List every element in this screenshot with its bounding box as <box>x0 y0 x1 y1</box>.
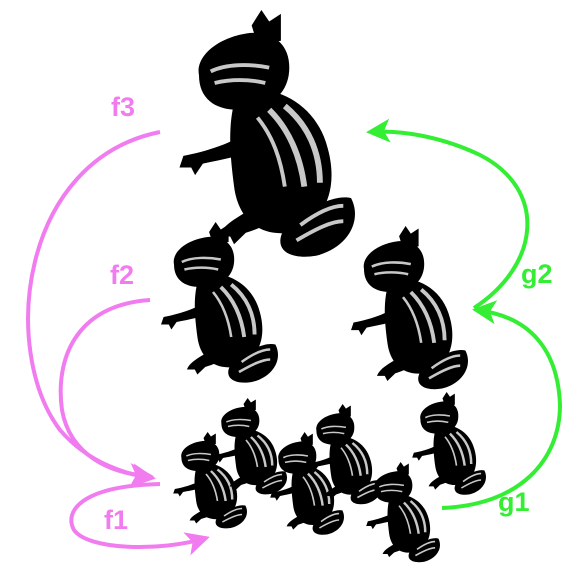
chipmunk-medium-right-icon <box>349 224 470 392</box>
chipmunk-small-6-icon <box>410 390 488 497</box>
g2-arrow <box>366 118 530 310</box>
chipmunk-large-icon <box>180 10 355 257</box>
f1-arrow <box>69 482 210 556</box>
f2-arrow <box>58 298 154 487</box>
chipmunk-small-5-icon <box>364 460 442 564</box>
f3-arrow <box>26 130 161 488</box>
g1-label: g1 <box>498 487 530 517</box>
chipmunk-medium-left-icon <box>159 220 280 385</box>
f3-label: f3 <box>111 92 135 122</box>
f2-label: f2 <box>110 260 134 290</box>
g2-label: g2 <box>521 259 553 289</box>
f1-label: f1 <box>104 505 128 535</box>
g1-arrow <box>441 300 563 510</box>
